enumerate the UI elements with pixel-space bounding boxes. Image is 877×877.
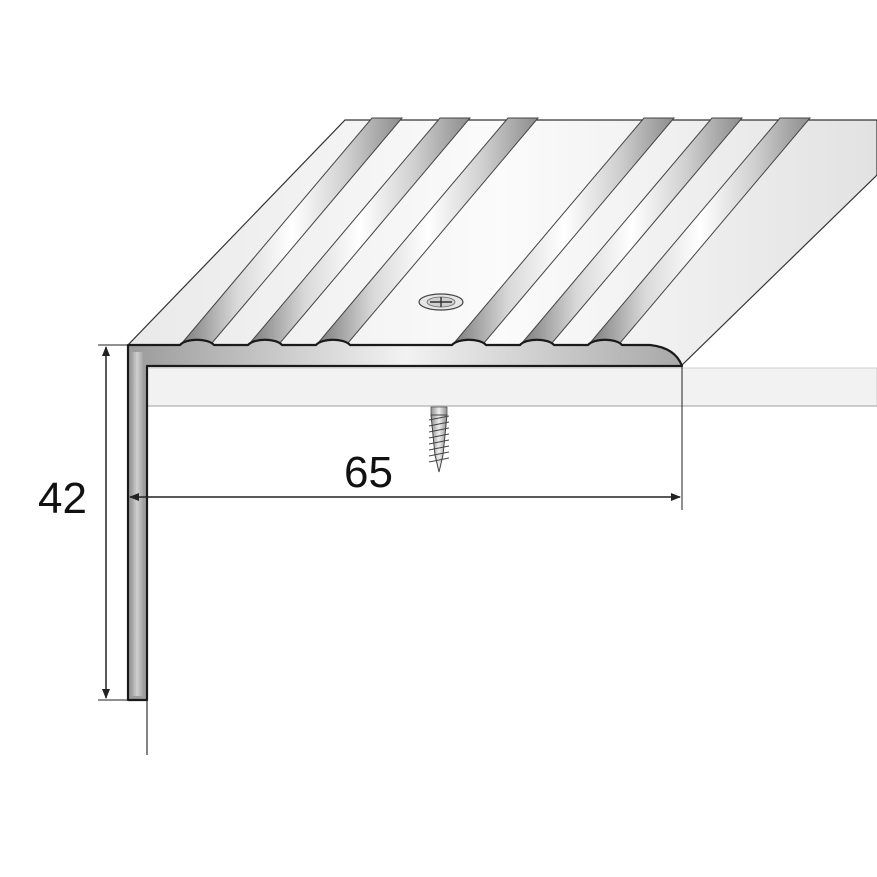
screw-thread — [428, 439, 450, 445]
height-dimension: 42 — [38, 344, 128, 701]
height-label: 42 — [38, 474, 87, 523]
profile-top-flange — [126, 338, 684, 702]
profile-vertical-leg — [131, 352, 143, 696]
screw-thread — [428, 415, 450, 421]
width-label: 65 — [344, 448, 393, 497]
screw-thread — [428, 421, 450, 427]
anti-slip-ribs — [180, 117, 812, 344]
screw-thread — [428, 427, 450, 433]
step-top-edge — [146, 367, 877, 407]
profile-top-surface — [126, 117, 877, 366]
countersunk-screw — [428, 406, 450, 473]
stair-step — [146, 367, 877, 755]
profile-cross-section — [126, 338, 684, 702]
screw-thread — [428, 433, 450, 439]
screw-thread — [428, 451, 450, 457]
screw-thread — [428, 457, 450, 463]
screw-head — [418, 293, 464, 311]
screw-thread — [428, 445, 450, 451]
width-dimension: 65 — [129, 366, 683, 510]
